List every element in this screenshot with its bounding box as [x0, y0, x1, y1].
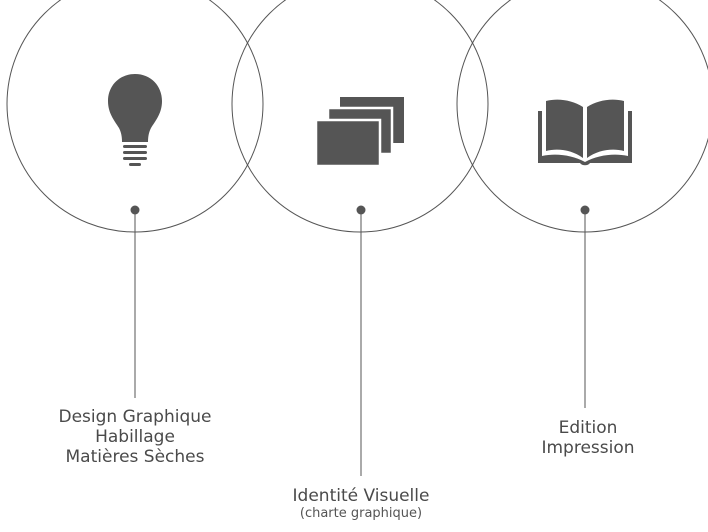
- label-design-line-3: Matières Sèches: [65, 447, 205, 467]
- dot-identite: [356, 205, 366, 215]
- label-edition-line-1: Edition: [558, 418, 618, 438]
- label-design-line-1: Design Graphique: [58, 407, 212, 427]
- label-identite-line-1: Identité Visuelle: [292, 486, 430, 506]
- label-design: Design Graphique Habillage Matières Sèch…: [59, 407, 212, 467]
- label-edition: Edition Impression: [541, 418, 634, 458]
- label-identite-subtitle: (charte graphique): [299, 506, 423, 521]
- label-edition-line-2: Impression: [541, 438, 635, 458]
- dot-edition: [580, 205, 590, 215]
- stacked-cards-icon: [314, 97, 404, 168]
- circle-identite: [231, 0, 489, 233]
- dot-design: [130, 205, 140, 215]
- label-identite: Identité Visuelle (charte graphique): [293, 486, 430, 521]
- open-book-icon: [538, 99, 632, 166]
- label-design-line-2: Habillage: [95, 427, 175, 447]
- lightbulb-icon: [108, 74, 162, 166]
